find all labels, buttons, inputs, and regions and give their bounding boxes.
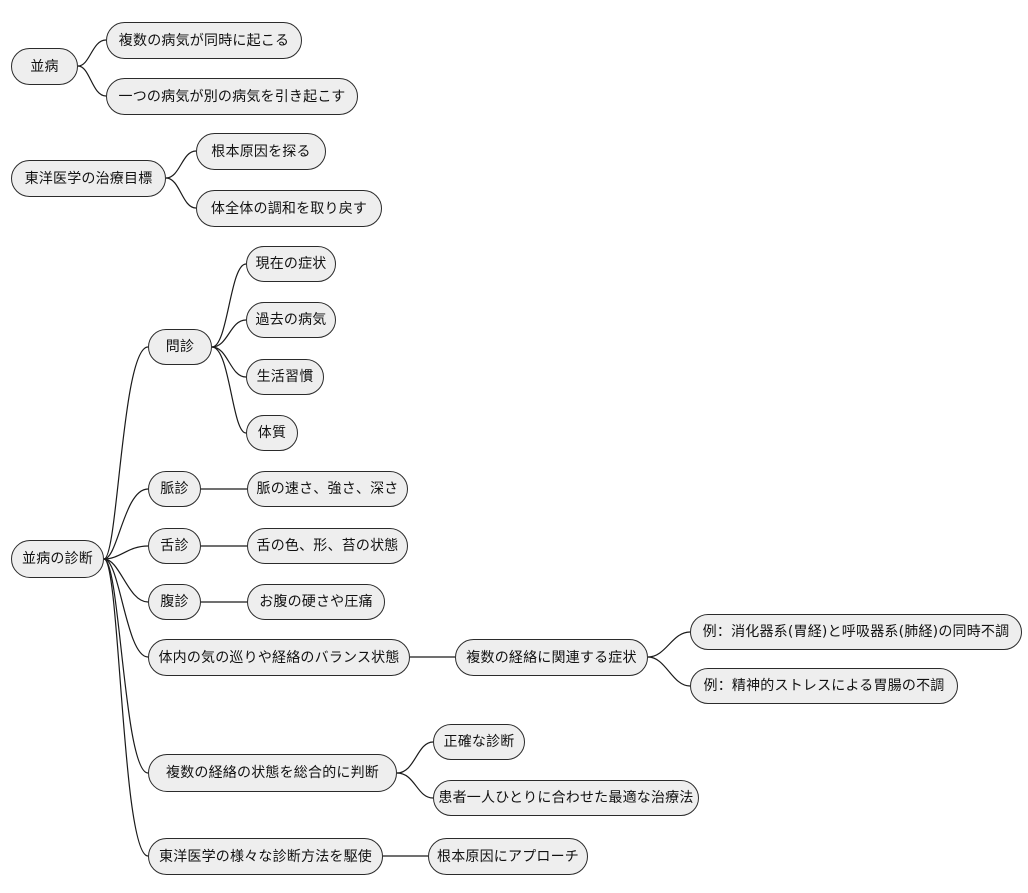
node-myakushin[interactable]: 脈診 bbox=[148, 471, 201, 507]
node-zesshin-child-1[interactable]: 舌の色、形、苔の状態 bbox=[247, 528, 408, 564]
edge-heibyou-c1 bbox=[77, 39, 107, 67]
node-comprehensive-judgement[interactable]: 複数の経絡の状態を総合的に判断 bbox=[148, 754, 397, 792]
edge-shindan-sougou bbox=[103, 558, 149, 774]
edge-monshin-c3 bbox=[211, 346, 247, 378]
node-monshin-child-3[interactable]: 生活習慣 bbox=[246, 359, 324, 395]
node-monshin-child-2[interactable]: 過去の病気 bbox=[246, 302, 336, 338]
edge-monshin-c2 bbox=[211, 319, 247, 348]
node-root-cause-approach[interactable]: 根本原因にアプローチ bbox=[428, 838, 588, 875]
edge-shindan-houhou bbox=[103, 558, 149, 857]
node-zesshin[interactable]: 舌診 bbox=[148, 528, 201, 564]
node-monshin[interactable]: 問診 bbox=[148, 329, 212, 365]
edge-symptom-ex1 bbox=[647, 631, 691, 658]
node-diagnostic-methods[interactable]: 東洋医学の様々な診断方法を駆使 bbox=[148, 838, 383, 875]
node-fukushin[interactable]: 腹診 bbox=[148, 584, 201, 620]
node-monshin-child-1[interactable]: 現在の症状 bbox=[246, 246, 336, 282]
node-diagnosis-root[interactable]: 並病の診断 bbox=[11, 540, 104, 578]
node-myakushin-child-1[interactable]: 脈の速さ、強さ、深さ bbox=[247, 471, 408, 507]
node-treatment-goal[interactable]: 東洋医学の治療目標 bbox=[11, 160, 166, 197]
edge-monshin-c1 bbox=[211, 263, 247, 348]
node-treatment-goal-child-2[interactable]: 体全体の調和を取り戻す bbox=[196, 190, 382, 227]
edge-shindan-monshin bbox=[103, 346, 149, 560]
node-qi-balance[interactable]: 体内の気の巡りや経絡のバランス状態 bbox=[148, 639, 410, 676]
node-heibyou-child-1[interactable]: 複数の病気が同時に起こる bbox=[106, 22, 302, 59]
edge-sougou-c1 bbox=[396, 741, 434, 774]
node-personalized-treatment[interactable]: 患者一人ひとりに合わせた最適な治療法 bbox=[433, 780, 699, 816]
node-heibyou-child-2[interactable]: 一つの病気が別の病気を引き起こす bbox=[106, 78, 358, 115]
node-example-1[interactable]: 例：消化器系(胃経)と呼吸器系(肺経)の同時不調 bbox=[690, 614, 1022, 650]
node-accurate-diagnosis[interactable]: 正確な診断 bbox=[433, 724, 525, 760]
node-treatment-goal-child-1[interactable]: 根本原因を探る bbox=[196, 133, 326, 170]
edge-heibyou-c2 bbox=[77, 65, 107, 97]
edge-shindan-fukushin bbox=[103, 558, 149, 603]
node-monshin-child-4[interactable]: 体質 bbox=[246, 415, 298, 451]
node-heibyou[interactable]: 並病 bbox=[11, 48, 78, 85]
edge-shindan-balance bbox=[103, 558, 149, 658]
node-example-2[interactable]: 例：精神的ストレスによる胃腸の不調 bbox=[690, 668, 958, 704]
edge-mokuhyou-c1 bbox=[165, 150, 197, 179]
edge-mokuhyou-c2 bbox=[165, 177, 197, 209]
node-multi-meridian-symptoms[interactable]: 複数の経絡に関連する症状 bbox=[455, 639, 648, 676]
edge-shindan-myakushin bbox=[103, 488, 149, 560]
edge-monshin-c4 bbox=[211, 346, 247, 434]
node-fukushin-child-1[interactable]: お腹の硬さや圧痛 bbox=[247, 584, 385, 620]
edge-shindan-zesshin bbox=[103, 545, 149, 560]
edge-symptom-ex2 bbox=[647, 656, 691, 687]
edge-sougou-c2 bbox=[396, 772, 434, 799]
